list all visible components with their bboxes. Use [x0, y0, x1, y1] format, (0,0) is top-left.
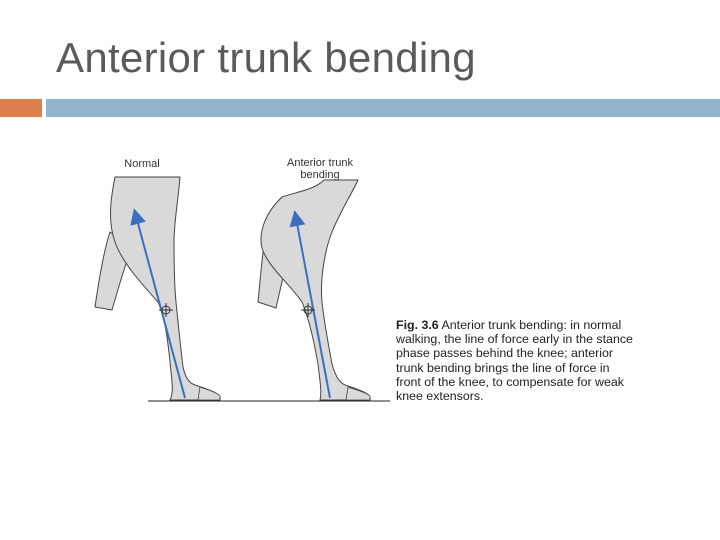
anterior-force-line [289, 210, 331, 399]
anterior-bending-leg [257, 179, 371, 401]
figure: Normal Anterior trunk bending Fig. 3.6 A… [70, 142, 650, 412]
normal-force-line [130, 208, 186, 399]
figure-caption: Fig. 3.6 Anterior trunk bending: in norm… [396, 318, 636, 403]
anterior-knee-joint-icon [301, 303, 315, 317]
normal-knee-joint-icon [159, 303, 173, 317]
caption-figure-number: Fig. 3.6 [396, 318, 439, 332]
accent-bar-blue [46, 99, 720, 117]
slide-title: Anterior trunk bending [56, 34, 476, 81]
normal-leg [94, 176, 221, 401]
accent-bar-orange [0, 99, 42, 117]
caption-text: Anterior trunk bending: in normal walkin… [396, 318, 633, 404]
label-normal: Normal [124, 158, 160, 170]
leg-illustration [94, 176, 390, 402]
label-anterior-trunk-bending: Anterior trunk bending [286, 157, 354, 181]
